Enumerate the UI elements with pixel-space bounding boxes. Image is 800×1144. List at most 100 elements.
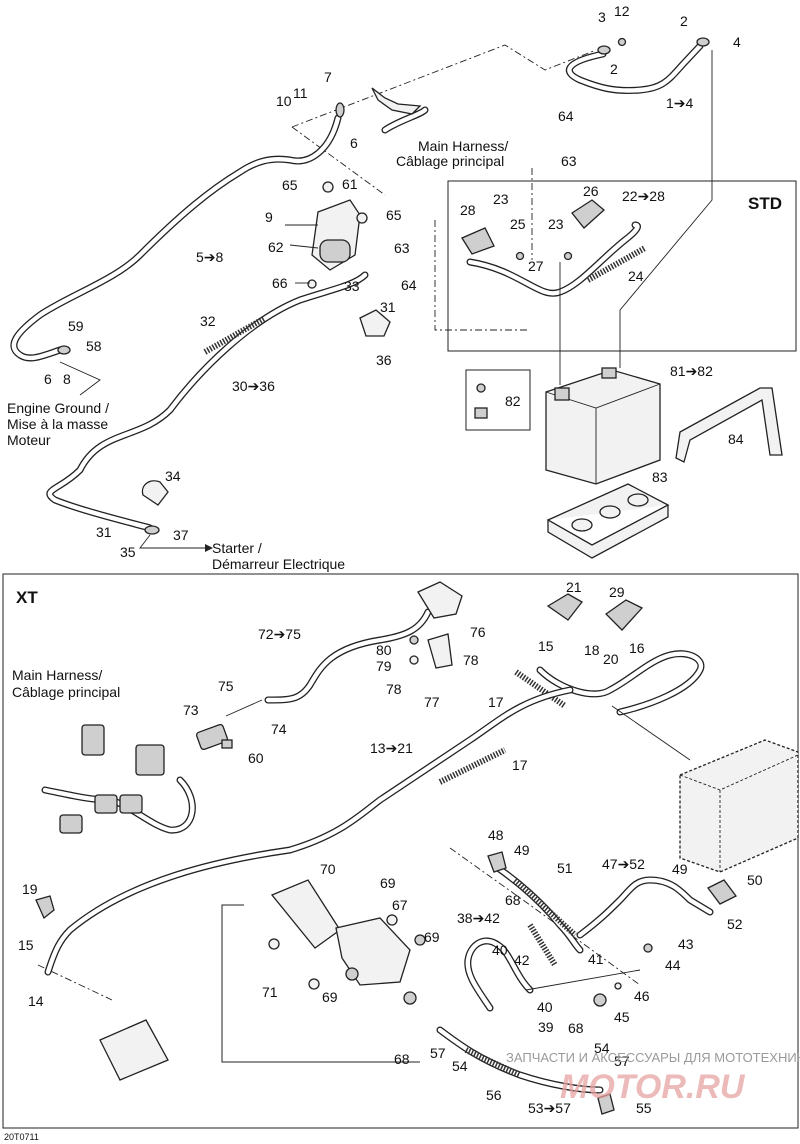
- battery: [545, 367, 661, 485]
- callout: 39: [538, 1019, 554, 1035]
- callout: 60: [248, 750, 264, 766]
- main-harness-xt: [41, 724, 196, 834]
- callout: 23: [548, 216, 564, 232]
- engine-ground-arrow: [59, 361, 101, 396]
- boot-55: [597, 1093, 615, 1115]
- callout: 50: [747, 872, 763, 888]
- callout: 69: [322, 989, 338, 1005]
- callout: 72➔75: [258, 626, 301, 642]
- xt-cable-48-51: [487, 851, 584, 954]
- callout: 6: [350, 135, 358, 151]
- callout: 71: [262, 984, 278, 1000]
- battery-tray-83: [546, 483, 670, 559]
- callout: 59: [68, 318, 84, 334]
- callout: 31: [96, 524, 112, 540]
- battery-strap-84: [675, 387, 783, 463]
- callout: 21: [566, 579, 582, 595]
- callout: 34: [165, 468, 181, 484]
- sleeve-54: [464, 1047, 522, 1078]
- callout: 68: [505, 892, 521, 908]
- callout: 24: [628, 268, 644, 284]
- callout: 54: [452, 1058, 468, 1074]
- callout: 37: [173, 527, 189, 543]
- engine-ground-caption: Engine Ground /: [7, 400, 109, 416]
- inner-frame: [221, 904, 420, 1063]
- starter-arrow: [139, 534, 205, 549]
- relay-76: [417, 581, 463, 619]
- hardware-box-82: [465, 369, 531, 431]
- xt-box: [2, 573, 799, 1129]
- module-70: [268, 879, 426, 1005]
- xt-cable-16-20: [514, 593, 705, 716]
- callout: 17: [488, 694, 504, 710]
- callout: 45: [614, 1009, 630, 1025]
- callout: 2: [680, 13, 688, 29]
- callout: 22➔28: [622, 188, 665, 204]
- connector-73: [195, 699, 263, 751]
- main-harness-xt-caption: Main Harness/: [12, 667, 102, 683]
- callout: 58: [86, 338, 102, 354]
- callout: 47➔52: [602, 856, 645, 872]
- callout: 6: [44, 371, 52, 387]
- sleeve-32: [203, 315, 267, 355]
- boot-34: [141, 480, 169, 506]
- main-harness-plug: [371, 87, 429, 134]
- callout: 73: [183, 702, 199, 718]
- guide-line: [291, 126, 386, 196]
- callout: 77: [424, 694, 440, 710]
- terminal-cover-28: [461, 227, 495, 255]
- callout: 49: [672, 861, 688, 877]
- sleeve-17b: [438, 747, 507, 785]
- xt-battery: [679, 739, 799, 873]
- callout: 51: [557, 860, 573, 876]
- callout: 4: [733, 34, 741, 50]
- callout: 56: [486, 1087, 502, 1103]
- xt-cable-38-42: [464, 923, 653, 1012]
- callout: 84: [728, 431, 744, 447]
- starter-caption: Démarreur Electrique: [212, 556, 345, 572]
- starter-caption: Starter /: [212, 540, 262, 556]
- callout: 13➔21: [370, 740, 413, 756]
- callout: 23: [493, 191, 509, 207]
- terminal-cover-29: [604, 599, 644, 631]
- callout: 76: [470, 624, 486, 640]
- engine-ground-caption: Mise à la masse: [7, 416, 108, 432]
- callout: 79: [376, 658, 392, 674]
- callout: 65: [386, 207, 402, 223]
- sleeve-41: [527, 923, 558, 967]
- callout: 69: [424, 929, 440, 945]
- xt-cable-53-57: [436, 1026, 615, 1115]
- std-label: STD: [748, 194, 782, 213]
- callout: 36: [376, 352, 392, 368]
- watermark-logo: MOTOR.RU: [560, 1068, 746, 1106]
- callout: 26: [583, 183, 599, 199]
- callout: 52: [727, 916, 743, 932]
- main-harness-caption: Câblage principal: [396, 153, 504, 169]
- callout: 17: [512, 757, 528, 773]
- module-bottom: [99, 1019, 169, 1081]
- std-box: [447, 180, 797, 352]
- callout: 64: [558, 108, 574, 124]
- callout: 53➔57: [528, 1100, 571, 1116]
- callout: 68: [568, 1020, 584, 1036]
- callout: 27: [528, 258, 544, 274]
- callout: 8: [63, 371, 71, 387]
- std-cable-22-28: [461, 199, 647, 297]
- xt-cable-13-21: [35, 686, 574, 976]
- callout: 1➔4: [666, 95, 694, 111]
- callout: 43: [678, 936, 694, 952]
- xt-label: XT: [16, 588, 38, 607]
- callout: 33: [344, 278, 360, 294]
- engine-ground-caption: Moteur: [7, 432, 51, 448]
- callout: 66: [272, 275, 288, 291]
- watermark-text: ЗАПЧАСТИ И АКСЕССУАРЫ ДЛЯ МОТОТЕХНИКИ: [506, 1050, 800, 1065]
- callout: 19: [22, 881, 38, 897]
- callout: 78: [463, 652, 479, 668]
- callout: 2: [610, 61, 618, 77]
- callout: 55: [636, 1100, 652, 1116]
- callout: 78: [386, 681, 402, 697]
- callout: 69: [380, 875, 396, 891]
- guide-line: [434, 220, 528, 331]
- guide-line: [291, 44, 597, 128]
